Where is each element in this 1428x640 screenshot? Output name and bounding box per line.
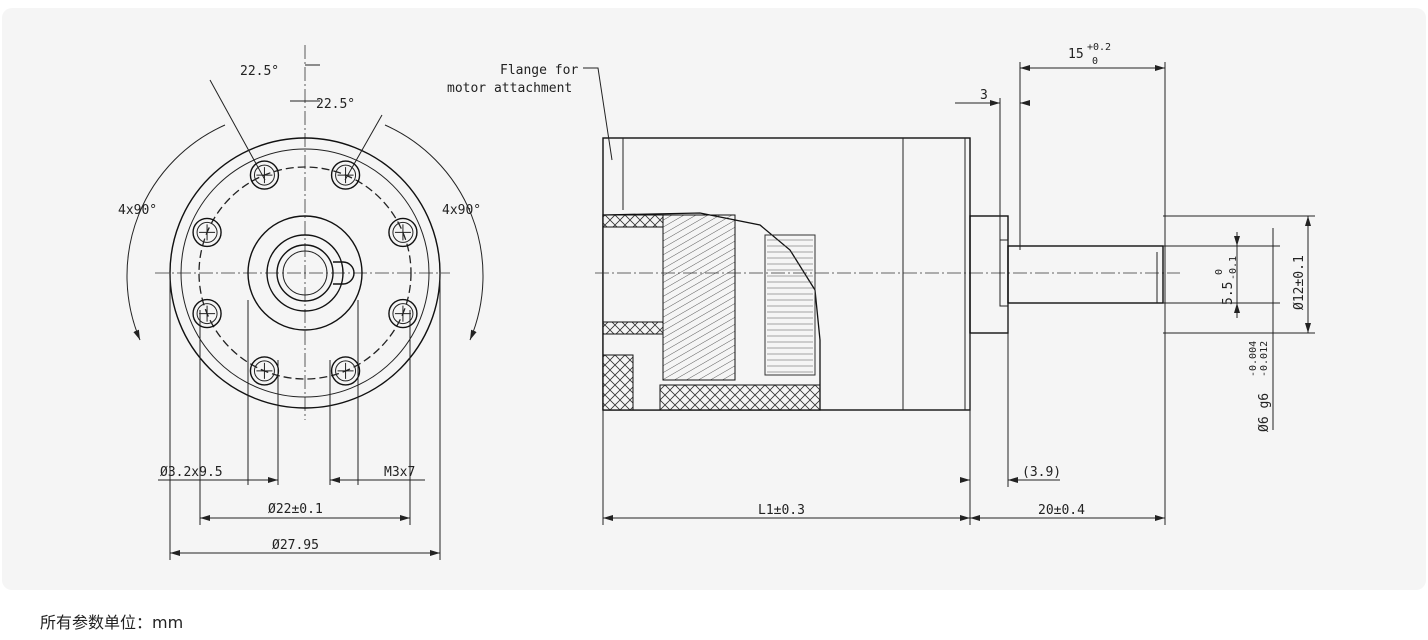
dim-3-label: 3 [980, 88, 988, 103]
gear-teeth [662, 214, 736, 381]
mounting-hole [192, 298, 222, 329]
angle-arc-left [126, 124, 226, 341]
units-note: 所有参数单位：mm [40, 613, 184, 632]
front-view: 22.5° 22.5° 4x90° 4x90° Ø3.2x9.5 M3x7 Ø2… [118, 45, 484, 560]
angle-label: 4x90° [442, 203, 481, 218]
pilot-dim: Ø12±0.1 [1292, 255, 1307, 310]
hole-center-mark [394, 224, 411, 241]
pilot-boss [969, 215, 1009, 334]
mounting-hole [388, 298, 418, 329]
outer-dim-label: Ø27.95 [272, 538, 319, 553]
thread-dim-label: M3x7 [384, 465, 415, 480]
mounting-hole [330, 356, 361, 386]
mounting-hole [196, 221, 218, 243]
mounting-holes [192, 160, 418, 386]
hole-center-mark [199, 305, 216, 322]
angle-arc-right [384, 124, 484, 341]
mounting-hole [249, 160, 280, 190]
extension-lines [169, 273, 441, 560]
shaft-flat [333, 261, 355, 285]
shaft-dim-upper: -0.004 [1248, 341, 1259, 377]
flange-note: motor attachment [447, 81, 572, 96]
hole-center-mark [256, 362, 273, 379]
hole-center-mark [199, 224, 216, 241]
extension-lines [602, 62, 1315, 525]
bolt-circle [198, 166, 412, 380]
hole-center-mark [337, 362, 354, 379]
hole-center-mark [256, 167, 273, 184]
planet-gear [764, 234, 816, 376]
angle-label: 22.5° [240, 64, 279, 79]
hole-center-mark [394, 305, 411, 322]
mounting-hole [253, 360, 275, 382]
dim-15-lower: 0 [1092, 56, 1098, 67]
flange-leader [583, 67, 613, 161]
hub-inner [266, 234, 344, 312]
mounting-hole [330, 160, 361, 190]
shaft-dim: Ø6 g6 -0.004 -0.012 [1248, 341, 1272, 432]
shaft-dim-label: Ø6 g6 [1257, 393, 1272, 432]
flat-dim-upper: 0 [1214, 269, 1225, 275]
flange-note: Flange for [500, 63, 578, 78]
angle-label: 22.5° [316, 97, 355, 112]
hole-center-mark [337, 167, 354, 184]
mounting-hole [335, 360, 357, 382]
shaft-inner [282, 250, 328, 296]
angle-label: 4x90° [118, 203, 157, 218]
shaft-dim-lower: -0.012 [1259, 341, 1270, 377]
dim-15-label: 15 [1068, 47, 1084, 62]
mounting-hole [196, 303, 218, 325]
bolt-circle-dim-label: Ø22±0.1 [268, 502, 323, 517]
shaft-circle [276, 244, 334, 302]
mounting-hole [192, 217, 222, 248]
angle-leader [209, 79, 266, 181]
mounting-hole [335, 164, 357, 186]
output-shaft [1007, 245, 1164, 304]
dim-L1-label: L1±0.3 [758, 503, 805, 518]
side-view: Flange for motor attachment 3 15 +0.2 0 … [447, 42, 1315, 525]
flange-circle [180, 148, 430, 398]
dim-15-upper: +0.2 [1087, 42, 1111, 53]
mounting-hole [392, 303, 414, 325]
flat-dim-lower: -0.1 [1228, 256, 1239, 280]
flat-dim-label: 5.5 [1221, 282, 1236, 305]
dim-20-label: 20±0.4 [1038, 503, 1085, 518]
angle-leader [344, 114, 383, 181]
dim-3-9-label: (3.9) [1022, 465, 1061, 480]
mounting-hole [253, 164, 275, 186]
mounting-hole [392, 221, 414, 243]
hub-outer [247, 215, 363, 331]
mounting-hole [388, 217, 418, 248]
hole-dim-label: Ø3.2x9.5 [160, 465, 223, 480]
gear-lines [767, 239, 813, 373]
pilot-dim-label: Ø12±0.1 [1292, 255, 1307, 310]
flat-dim: 5.5 -0.1 0 [1214, 256, 1239, 305]
